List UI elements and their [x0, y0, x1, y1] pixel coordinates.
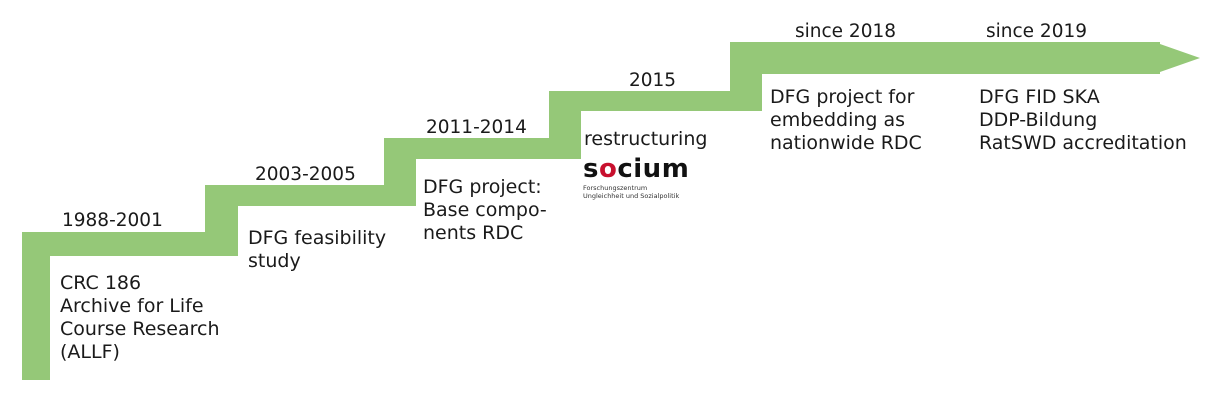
period-label-4: 2015 [629, 70, 677, 91]
step-3-line-1: DFG project: [423, 176, 542, 198]
socium-logo-subtitle: Forschungszentrum Ungleichheit und Sozia… [583, 184, 680, 200]
step-3-line-2: Base compo- [423, 199, 547, 221]
step-1-line-4: (ALLF) [60, 341, 120, 363]
staircase-arrow [22, 42, 1200, 380]
step-6-line-2: DDP-Bildung [979, 109, 1098, 131]
period-label-3: 2011-2014 [426, 117, 527, 138]
period-label-1: 1988-2001 [62, 210, 163, 231]
step-5-line-2: embedding as [770, 109, 906, 131]
socium-logo-wordmark: socium [583, 154, 690, 184]
step-description-5: DFG project for embedding as nationwide … [770, 86, 922, 155]
step-6-line-1: DFG FID SKA [979, 86, 1100, 108]
step-2-line-1: DFG feasibility [248, 227, 387, 249]
socium-logo: socium Forschungszentrum Ungleichheit un… [583, 156, 693, 200]
step-5-line-3: nationwide RDC [770, 132, 922, 154]
step-1-line-3: Course Research [60, 318, 220, 340]
step-description-4: restructuring [584, 128, 707, 151]
step-5-line-1: DFG project for [770, 86, 915, 108]
period-label-5: since 2018 [795, 21, 897, 42]
step-1-line-2: Archive for Life [60, 295, 204, 317]
period-label-2: 2003-2005 [255, 164, 356, 185]
step-1-line-1: CRC 186 [60, 272, 142, 294]
step-2-line-2: study [248, 250, 301, 272]
step-3-line-3: nents RDC [423, 222, 524, 244]
step-6-line-3: RatSWD accreditation [979, 132, 1187, 154]
step-description-1: CRC 186 Archive for Life Course Research… [60, 272, 220, 364]
step-description-3: DFG project: Base compo- nents RDC [423, 176, 547, 245]
step-description-6: DFG FID SKA DDP-Bildung RatSWD accredita… [979, 86, 1187, 155]
period-label-6: since 2019 [986, 21, 1088, 42]
step-description-2: DFG feasibility study [248, 227, 386, 273]
step-4-line-1: restructuring [584, 128, 708, 150]
